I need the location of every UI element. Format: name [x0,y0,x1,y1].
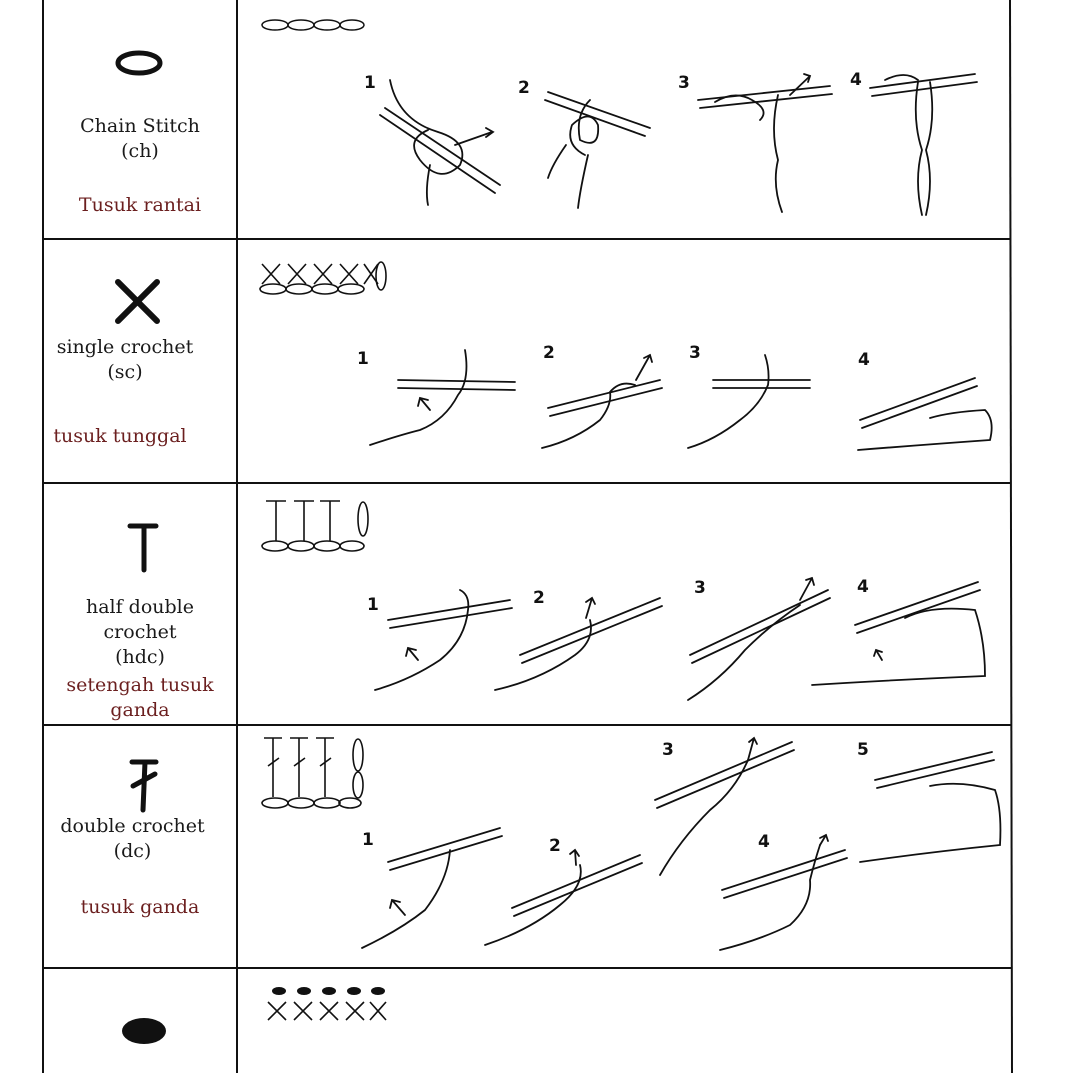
dc-step-3-illustration [655,738,794,875]
hdc-step-4-illustration [812,582,985,685]
dc-chart-symbol [262,738,363,808]
translation-line: Tusuk rantai [45,193,235,218]
translation-line: ganda [45,698,235,723]
hdc-chart-symbol [262,501,368,551]
t-bar-icon [130,526,156,570]
sc-step-2-illustration [542,355,662,448]
row-2-stitch-name: single crochet (sc) [45,335,205,385]
step-number: 3 [689,343,701,363]
translation-line: setengah tusuk [45,673,235,698]
step-number: 1 [364,73,376,93]
step-number: 3 [678,73,690,93]
translation-line: tusuk tunggal [45,424,195,449]
row-3-translation: setengah tusuk ganda [45,673,235,723]
step-number: 2 [543,343,555,363]
step-number: 1 [357,349,369,369]
step-number: 3 [694,578,706,598]
crossed-t-icon [132,762,156,810]
dc-step-1-illustration [362,828,502,948]
step-number: 1 [367,595,379,615]
row-2-translation: tusuk tunggal [45,424,195,449]
name-line: (hdc) [45,645,235,670]
name-line: double crochet [45,814,220,839]
step-number: 4 [758,832,770,852]
step-illustrations [362,74,1000,950]
dc-step-5-illustration [860,752,1000,862]
name-line: (sc) [45,360,205,385]
step-number: 4 [850,70,862,90]
hdc-step-2-illustration [495,598,662,690]
sc-step-4-illustration [858,378,992,450]
name-line: (dc) [45,839,220,864]
name-line: (ch) [45,139,235,164]
cross-x-icon [118,282,157,321]
step-number: 2 [518,78,530,98]
name-line: crochet [45,620,235,645]
row-4-translation: tusuk ganda [45,895,235,920]
row-1-stitch-name: Chain Stitch (ch) [45,114,235,164]
chain-oval-icon [118,53,160,73]
hdc-step-3-illustration [688,578,830,700]
dc-step-4-illustration [720,835,847,950]
row-1-translation: Tusuk rantai [45,193,235,218]
sc-chart-symbol [260,262,386,294]
slip-chart-symbol [268,987,386,1020]
ch-step-4-illustration [870,74,977,215]
step-number: 2 [549,836,561,856]
filled-dot-icon [122,1018,166,1044]
translation-line: tusuk ganda [45,895,235,920]
step-number: 3 [662,740,674,760]
hdc-step-1-illustration [375,590,512,690]
step-number: 5 [857,740,869,760]
step-number: 4 [858,350,870,370]
name-line: Chain Stitch [45,114,235,139]
ch-step-3-illustration [698,74,832,212]
ch-step-2-illustration [545,92,650,208]
row-3-stitch-name: half double crochet (hdc) [45,595,235,670]
step-number: 1 [362,830,374,850]
step-number: 2 [533,588,545,608]
row-4-stitch-name: double crochet (dc) [45,814,220,864]
dc-step-2-illustration [485,850,642,945]
name-line: single crochet [45,335,205,360]
step-number: 4 [857,577,869,597]
chain-chart-symbol [262,20,364,30]
sc-step-1-illustration [370,350,515,445]
ch-step-1-illustration [380,80,500,205]
sc-step-3-illustration [688,355,810,448]
name-line: half double [45,595,235,620]
